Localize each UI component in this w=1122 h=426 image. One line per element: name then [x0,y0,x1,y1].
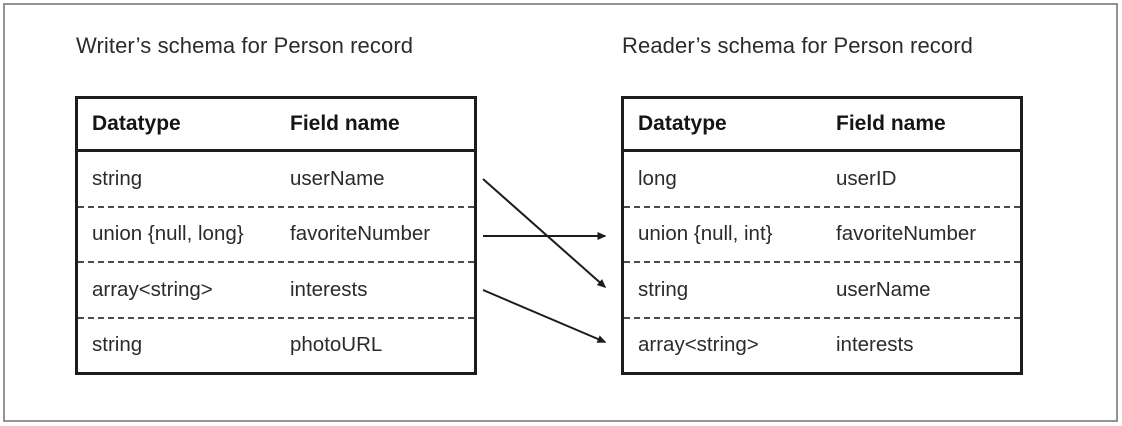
arrow-username [482,178,607,288]
datatype-cell: long [638,166,677,190]
datatype-cell: string [92,333,143,357]
reader-table-header: Datatype Field name [624,99,1020,152]
reader-schema-title: Reader’s schema for Person record [622,33,973,58]
writer-schema-table: Datatype Field name string userName unio… [75,96,477,375]
table-row: string photoURL [78,316,474,373]
writer-schema-title: Writer’s schema for Person record [76,33,414,58]
table-row: long userID [624,152,1020,206]
table-row: union {null, int} favoriteNumber [624,205,1020,262]
field-name-cell: userID [836,166,897,190]
datatype-cell: array<string> [92,277,213,301]
field-name-cell: photoURL [290,333,383,357]
field-name-cell: userName [836,277,931,301]
table-row: union {null, long} favoriteNumber [78,205,474,262]
field-name-cell: favoriteNumber [836,222,977,246]
datatype-cell: string [638,277,689,301]
table-row: string userName [78,152,474,206]
datatype-cell: array<string> [638,333,759,357]
field-name-cell: favoriteNumber [290,222,431,246]
column-header-field-name: Field name [836,112,946,135]
field-name-cell: interests [836,333,914,357]
table-row: array<string> interests [624,316,1020,373]
datatype-cell: string [92,166,143,190]
reader-schema-table: Datatype Field name long userID union {n… [621,96,1023,375]
column-header-datatype: Datatype [92,112,181,135]
table-row: string userName [624,261,1020,317]
arrow-interests [482,289,607,343]
column-header-datatype: Datatype [638,112,727,135]
field-name-cell: userName [290,166,385,190]
datatype-cell: union {null, long} [92,222,244,246]
datatype-cell: union {null, int} [638,222,773,246]
column-header-field-name: Field name [290,112,400,135]
field-name-cell: interests [290,277,368,301]
table-row: array<string> interests [78,261,474,317]
writer-table-header: Datatype Field name [78,99,474,152]
